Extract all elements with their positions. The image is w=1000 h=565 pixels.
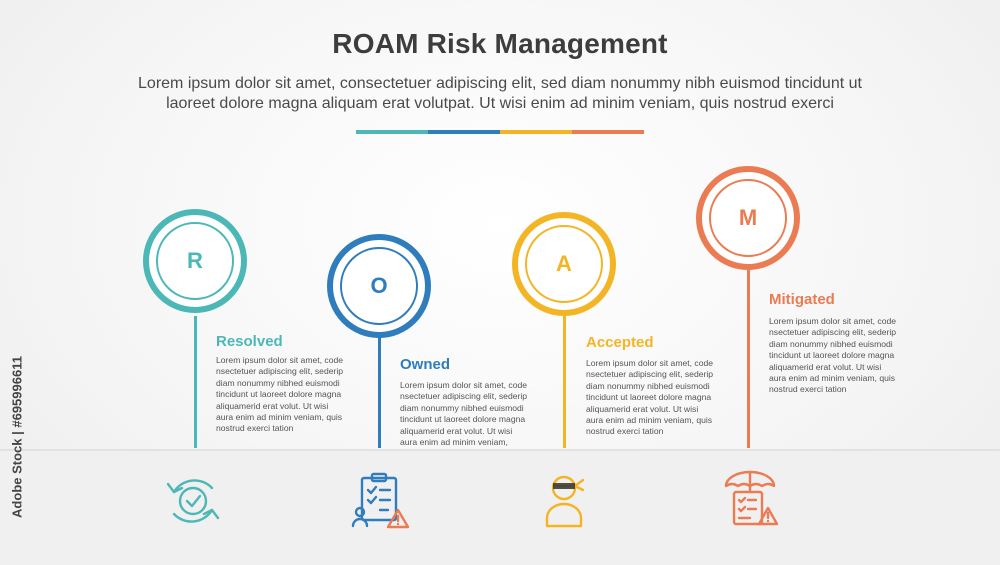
text-line: nostrud exerci tation [216,423,294,434]
text-line: Lorem ipsum dolor sit amet, code [216,355,344,365]
checklist-person-warning-icon [351,472,410,529]
text-line: tincidunt ut laoreet dolore magna [216,389,342,400]
subtitle-line: laoreet dolore magna aliquam erat volutp… [166,95,834,112]
text-mitigated: Lorem ipsum dolor sit amet, code nsectet… [769,316,909,396]
umbrella-checklist-icon [724,470,779,526]
text-line: aliquamerid erat volut. Ut wisi [400,425,513,436]
text-line: Lorem ipsum dolor sit amet, code [769,316,897,326]
heading-mitigated: Mitigated [769,291,835,308]
text-line: aliquamerid erat volut. Ut wisi [586,403,699,414]
text-line: nsectetuer adipiscing elit, sederip [769,327,897,338]
letter-mitigated: M [709,179,787,257]
stem-owned [378,338,381,448]
circle-resolved: R [143,209,247,313]
letter-resolved: R [156,222,234,300]
text-line: diam nonummy nibhed euismodi [400,402,524,413]
circle-accepted: A [512,212,616,316]
title-bar-resolved [356,130,428,134]
page-subtitle: Lorem ipsum dolor sit amet, consectetuer… [70,74,930,114]
text-line: aura enim ad minim veniam, quis [586,415,713,426]
stem-resolved [194,316,197,448]
text-line: Lorem ipsum dolor sit amet, code [400,380,528,390]
text-line: diam nonummy nibhed euismodi [216,377,340,388]
subtitle-line: Lorem ipsum dolor sit amet, consectetuer… [138,75,862,92]
cycle-check-icon [166,479,220,523]
text-line: diam nonummy nibhed euismodi [586,380,710,391]
text-owned: Lorem ipsum dolor sit amet, code nsectet… [400,380,540,448]
person-headband-icon [545,475,585,528]
heading-resolved: Resolved [216,333,283,350]
text-accepted: Lorem ipsum dolor sit amet, code nsectet… [586,358,726,438]
letter-owned: O [340,247,418,325]
circle-mitigated: M [696,166,800,270]
text-line: diam nonummy nibhed euismodi [769,338,893,349]
text-line: aliquamerid erat volut. Ut wisi [769,361,882,372]
title-bar-owned [428,130,500,134]
text-line: aura enim ad minim veniam, quis [216,412,343,423]
title-bar-mitigated [572,130,644,134]
circle-owned: O [327,234,431,338]
stem-accepted [563,316,566,448]
letter-accepted: A [525,225,603,303]
heading-owned: Owned [400,356,451,373]
text-line: aliquamerid erat volut. Ut wisi [216,400,329,411]
watermark-text: Adobe Stock | #695996611 [9,356,25,518]
text-resolved: Lorem ipsum dolor sit amet, code nsectet… [216,355,356,435]
stem-mitigated [747,270,750,448]
text-line: nostrud exerci tation [769,384,847,395]
title-bar-accepted [500,130,572,134]
text-line: nostrud exerci tation [586,426,664,437]
text-line: nsectetuer adipiscing elit, sederip [586,369,714,380]
text-line: tincidunt ut laoreet dolore magna [586,392,712,403]
text-line: aura enim ad minim veniam, quis [769,373,896,384]
floor-band [0,449,1000,565]
text-line: tincidunt ut laoreet dolore magna [769,350,895,361]
watermark: Adobe Stock | #695996611 [4,327,30,547]
text-line: nsectetuer adipiscing elit, sederip [400,391,528,402]
text-line: nsectetuer adipiscing elit, sederip [216,366,344,377]
text-line: tincidunt ut laoreet dolore magna [400,414,526,425]
page-title: ROAM Risk Management [332,28,668,59]
text-line: aura enim ad minim veniam, [400,437,508,448]
text-line: Lorem ipsum dolor sit amet, code [586,358,714,368]
heading-accepted: Accepted [586,334,654,351]
